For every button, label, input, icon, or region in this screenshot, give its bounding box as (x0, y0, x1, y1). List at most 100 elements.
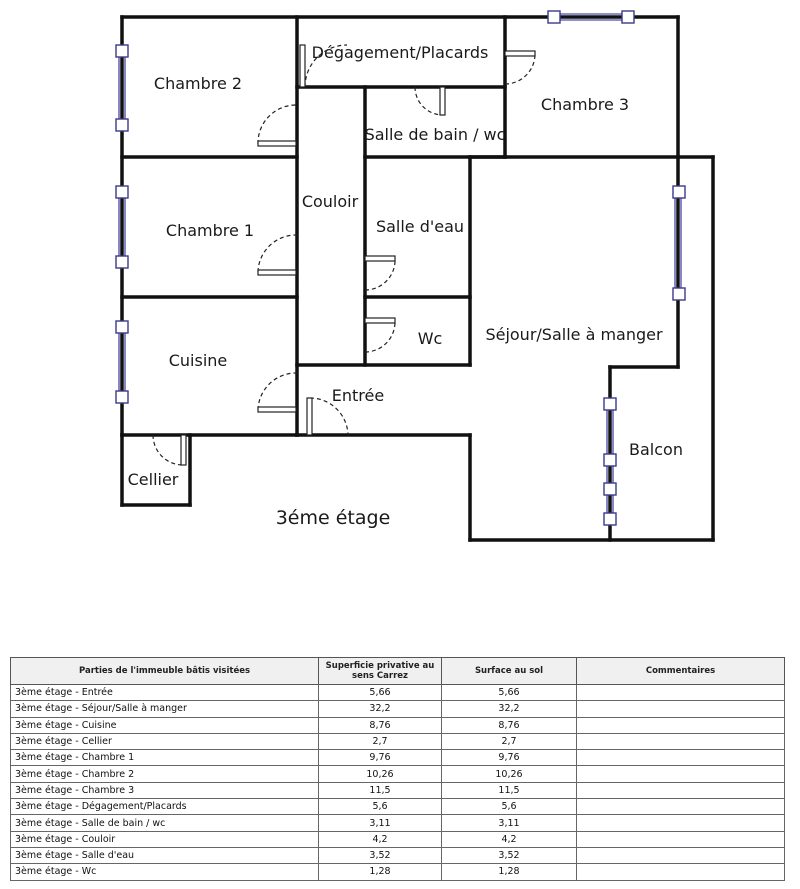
cell-sol: 9,76 (441, 749, 577, 767)
cell-carrez: 4,2 (318, 830, 442, 848)
door-cellier (152, 434, 187, 466)
cell-partie: 3ème étage - Chambre 2 (10, 765, 319, 783)
cell-commentaire (576, 700, 785, 718)
cell-commentaire (576, 798, 785, 816)
walls (120, 15, 715, 542)
windows (115, 10, 686, 526)
header-carrez: Superficie privative au sens Carrez (318, 657, 442, 685)
cell-commentaire (576, 781, 785, 800)
cell-partie: 3ème étage - Salle de bain / wc (10, 814, 319, 832)
cell-commentaire (576, 765, 785, 783)
label-salle-bain: Salle de bain / wc (365, 125, 506, 144)
window-chambre2 (115, 44, 129, 132)
cell-commentaire (576, 683, 785, 702)
cell-partie: 3ème étage - Entrée (10, 683, 319, 702)
cell-sol: 10,26 (441, 765, 577, 783)
label-cellier: Cellier (128, 470, 179, 489)
label-balcon: Balcon (629, 440, 683, 459)
label-entree: Entrée (332, 386, 384, 405)
door-salle-eau (364, 255, 396, 291)
window-chambre1 (115, 185, 129, 269)
table-header-row: Parties de l'immeuble bâtis visitées Sup… (10, 657, 785, 685)
cell-sol: 3,11 (441, 814, 577, 832)
label-chambre2: Chambre 2 (154, 74, 242, 93)
cell-sol: 2,7 (441, 732, 577, 751)
door-wc (364, 317, 396, 353)
doors (152, 44, 536, 466)
cell-sol: 5,6 (441, 798, 577, 816)
window-chambre3 (547, 10, 635, 24)
cell-carrez: 32,2 (318, 700, 442, 718)
cell-commentaire (576, 732, 785, 751)
cell-carrez: 9,76 (318, 749, 442, 767)
cell-carrez: 3,52 (318, 846, 442, 865)
cell-commentaire (576, 830, 785, 848)
room-labels: Chambre 2 Dégagement/Placards Chambre 3 … (128, 43, 683, 529)
cell-partie: 3ème étage - Séjour/Salle à manger (10, 700, 319, 718)
cell-sol: 32,2 (441, 700, 577, 718)
cell-carrez: 11,5 (318, 781, 442, 800)
cell-partie: 3ème étage - Cuisine (10, 716, 319, 734)
door-degagement (299, 44, 348, 88)
cell-sol: 4,2 (441, 830, 577, 848)
cell-commentaire (576, 716, 785, 734)
header-parties: Parties de l'immeuble bâtis visitées (10, 657, 319, 685)
cell-sol: 11,5 (441, 781, 577, 800)
surface-table-container: Parties de l'immeuble bâtis visitées Sup… (10, 657, 785, 881)
header-surface-sol: Surface au sol (441, 657, 577, 685)
cell-carrez: 10,26 (318, 765, 442, 783)
cell-partie: 3ème étage - Salle d'eau (10, 846, 319, 865)
cell-carrez: 8,76 (318, 716, 442, 734)
header-commentaires: Commentaires (576, 657, 785, 685)
label-couloir: Couloir (302, 192, 359, 211)
label-wc: Wc (418, 329, 443, 348)
cell-partie: 3ème étage - Chambre 1 (10, 749, 319, 767)
door-chambre2 (257, 104, 298, 147)
cell-carrez: 2,7 (318, 732, 442, 751)
cell-carrez: 5,6 (318, 798, 442, 816)
label-chambre1: Chambre 1 (166, 221, 254, 240)
label-salle-eau: Salle d'eau (376, 217, 464, 236)
window-balcon (603, 397, 617, 526)
door-chambre3 (504, 50, 536, 85)
door-chambre1 (257, 234, 298, 276)
cell-partie: 3ème étage - Cellier (10, 732, 319, 751)
cell-sol: 8,76 (441, 716, 577, 734)
label-cuisine: Cuisine (169, 351, 228, 370)
label-sejour: Séjour/Salle à manger (485, 325, 663, 344)
label-degagement: Dégagement/Placards (312, 43, 489, 62)
label-floor: 3éme étage (276, 507, 391, 529)
cell-partie: 3ème étage - Chambre 3 (10, 781, 319, 800)
cell-sol: 5,66 (441, 683, 577, 702)
floor-plan: Chambre 2 Dégagement/Placards Chambre 3 … (115, 10, 715, 542)
cell-sol: 1,28 (441, 863, 577, 881)
door-salle-bain (414, 86, 446, 116)
cell-partie: 3ème étage - Dégagement/Placards (10, 798, 319, 816)
cell-sol: 3,52 (441, 846, 577, 865)
cell-partie: 3ème étage - Wc (10, 863, 319, 881)
cell-commentaire (576, 814, 785, 832)
surface-table: Parties de l'immeuble bâtis visitées Sup… (10, 657, 785, 881)
window-sejour (672, 185, 686, 301)
label-chambre3: Chambre 3 (541, 95, 629, 114)
cell-commentaire (576, 846, 785, 865)
door-cuisine (257, 372, 298, 413)
cell-carrez: 5,66 (318, 683, 442, 702)
cell-carrez: 3,11 (318, 814, 442, 832)
cell-carrez: 1,28 (318, 863, 442, 881)
cell-commentaire (576, 863, 785, 881)
cell-partie: 3ème étage - Couloir (10, 830, 319, 848)
